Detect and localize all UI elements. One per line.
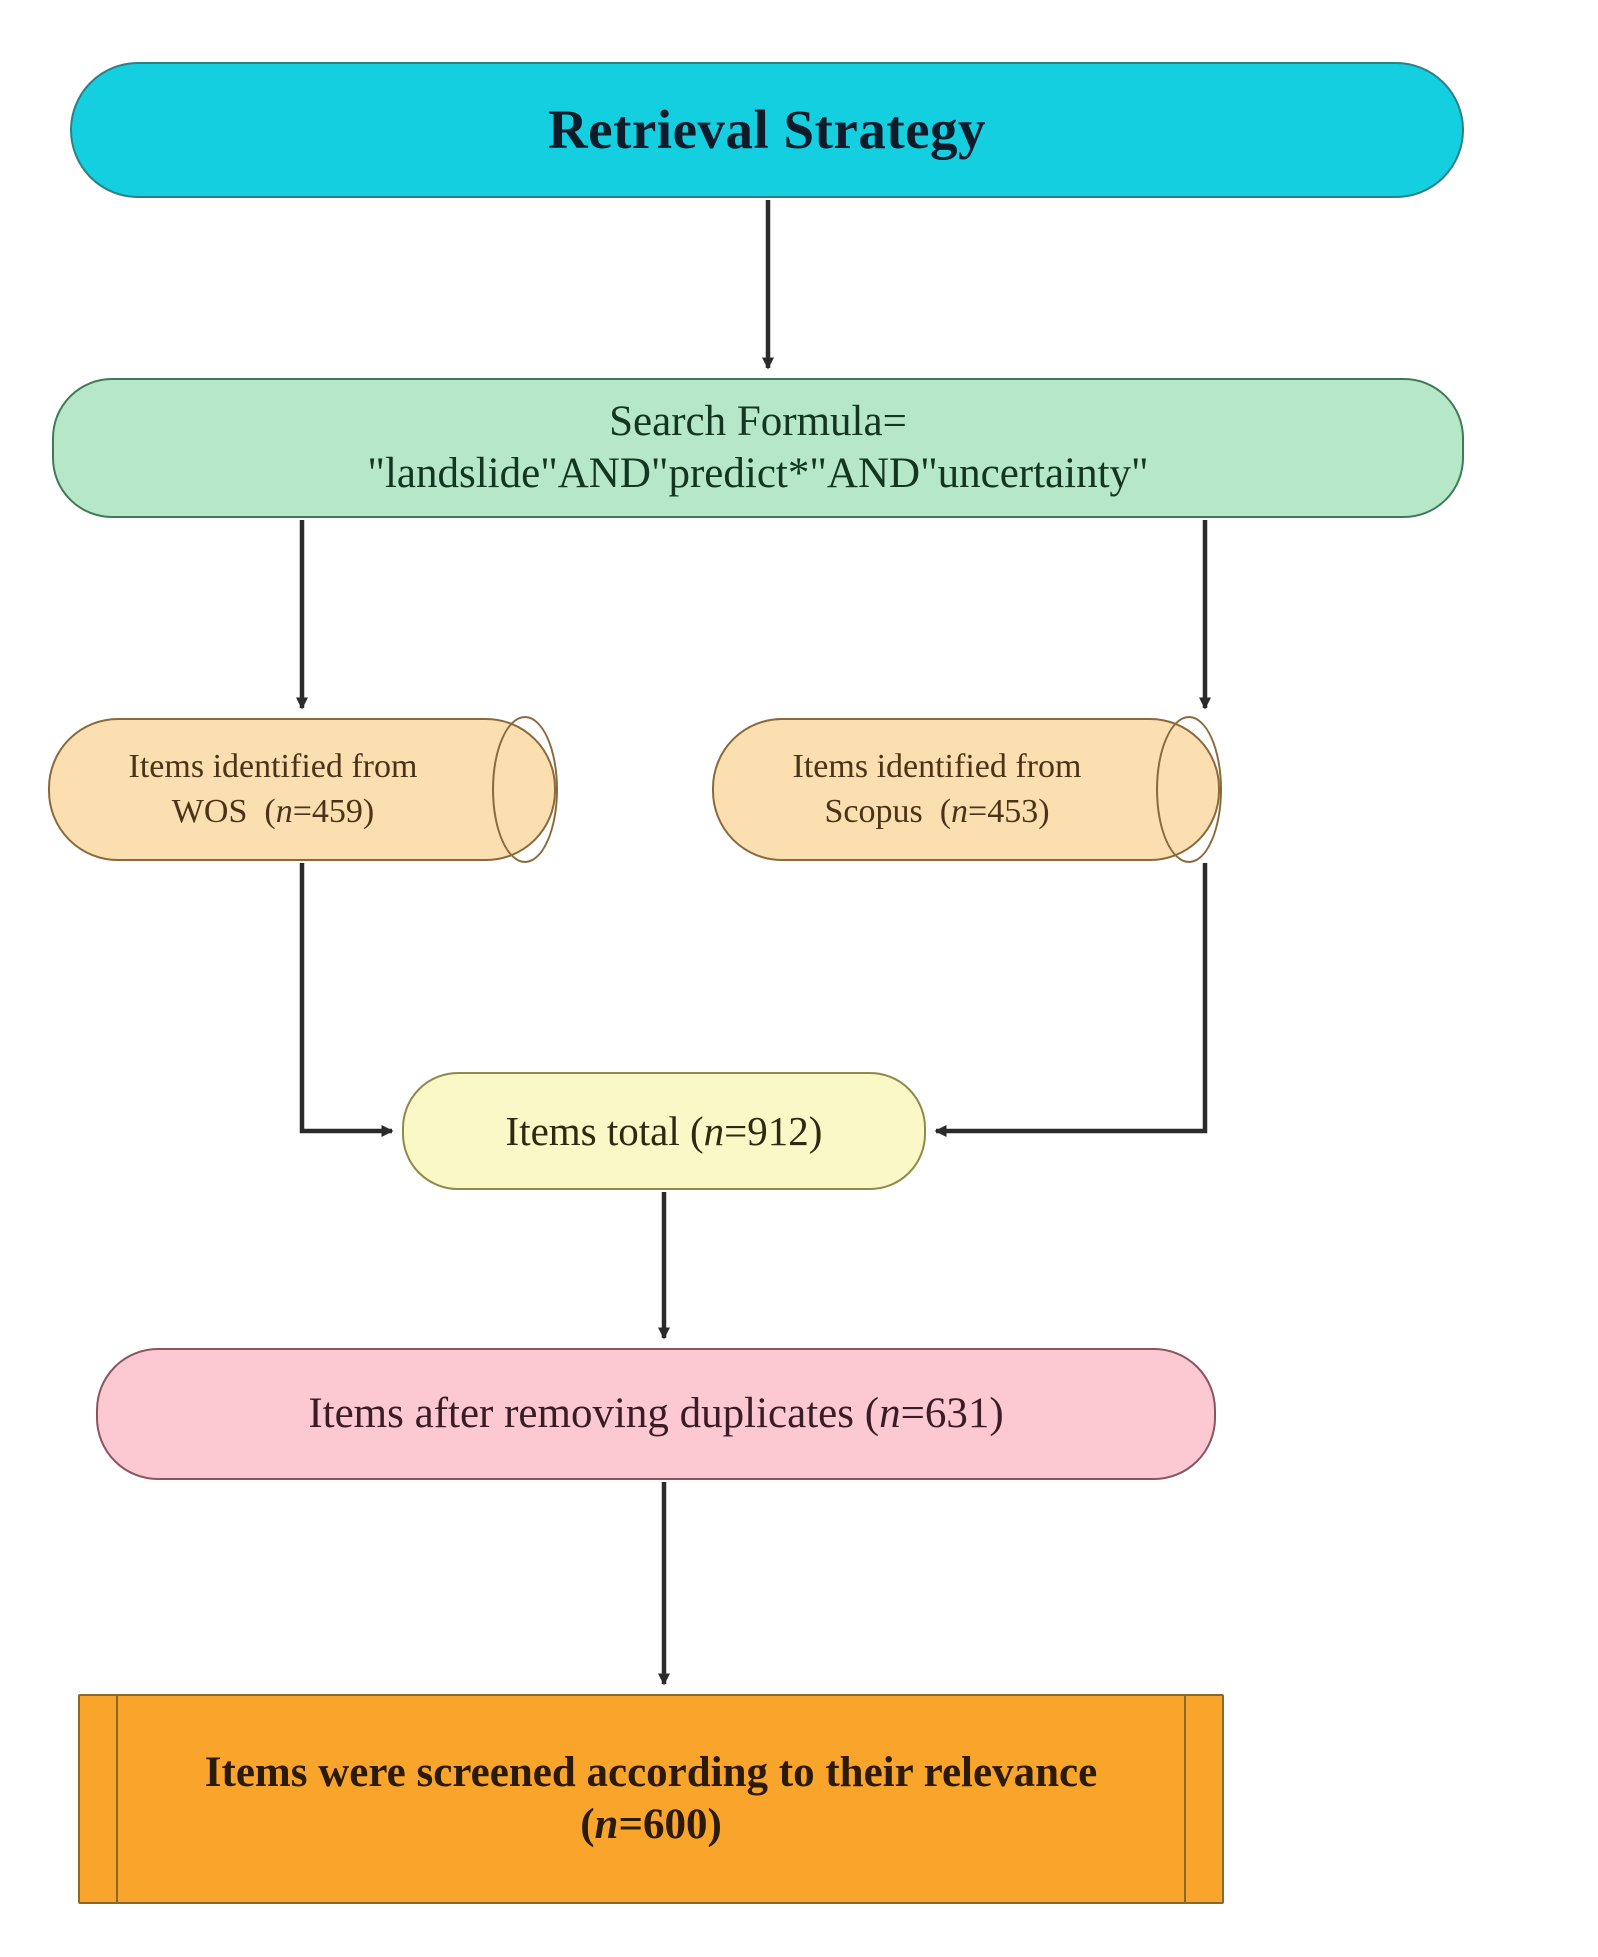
after-duplicates-text: Items after removing duplicates (n=631): [98, 1388, 1214, 1440]
search-formula-text: Search Formula= "landslide"AND"predict*"…: [54, 396, 1462, 501]
screened-line2-prefix: (: [580, 1801, 595, 1848]
scopus-line1: Items identified from: [792, 748, 1082, 786]
screened-text: Items were screened according to their r…: [80, 1747, 1222, 1852]
search-formula-line2: "landslide"AND"predict*"AND"uncertainty": [367, 450, 1149, 497]
scopus-source: Scopus: [824, 792, 923, 830]
scopus-cylinder-cap: [1156, 716, 1222, 863]
after-duplicates-count-var: n: [879, 1389, 901, 1437]
retrieval-strategy-label: Retrieval Strategy: [547, 99, 987, 161]
edge-scopus-to-total: [934, 863, 1208, 1137]
scopus-count-var: n: [951, 792, 969, 830]
wos-count-value: =459): [292, 792, 375, 830]
node-retrieval-strategy[interactable]: Retrieval Strategy: [70, 62, 1464, 198]
after-duplicates-prefix: Items after removing duplicates (: [308, 1389, 880, 1437]
after-duplicates-suffix: =631): [900, 1389, 1004, 1437]
node-scopus-cylinder[interactable]: Items identified from Scopus (n=453): [712, 716, 1222, 863]
node-after-duplicates[interactable]: Items after removing duplicates (n=631): [96, 1348, 1216, 1480]
wos-line1: Items identified from: [128, 748, 418, 786]
screened-line2: (n=600): [580, 1801, 722, 1848]
items-total-text: Items total (n=912): [404, 1106, 924, 1156]
edge-wos-to-total: [299, 863, 394, 1137]
scopus-label: Items identified from Scopus (n=453): [792, 748, 1082, 830]
node-search-formula[interactable]: Search Formula= "landslide"AND"predict*"…: [52, 378, 1464, 518]
wos-source: WOS: [171, 792, 248, 830]
node-screened[interactable]: Items were screened according to their r…: [78, 1694, 1224, 1904]
screened-line2-suffix: =600): [618, 1801, 722, 1848]
wos-label: Items identified from WOS (n=459): [128, 748, 418, 830]
screened-count-var: n: [594, 1801, 619, 1848]
search-formula-line1: Search Formula=: [609, 397, 907, 445]
screened-line1: Items were screened according to their r…: [204, 1748, 1098, 1796]
node-items-total[interactable]: Items total (n=912): [402, 1072, 926, 1190]
screened-left-bar: [116, 1696, 118, 1902]
wos-cylinder-cap: [492, 716, 558, 863]
items-total-prefix: Items total (: [505, 1107, 704, 1154]
screened-right-bar: [1184, 1696, 1186, 1902]
node-wos-cylinder[interactable]: Items identified from WOS (n=459): [48, 716, 558, 863]
items-total-suffix: =912): [724, 1107, 823, 1154]
scopus-cylinder-body: [712, 718, 1220, 861]
scopus-count-value: =453): [968, 792, 1050, 830]
wos-cylinder-body: [48, 718, 556, 861]
items-total-count-var: n: [703, 1107, 725, 1154]
wos-count-var: n: [275, 792, 293, 830]
